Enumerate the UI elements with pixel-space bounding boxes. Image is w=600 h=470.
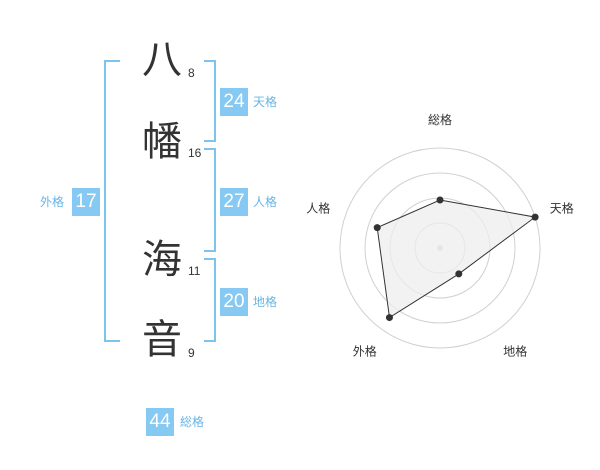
name-char-3: 海	[142, 237, 182, 283]
chikaku-bracket	[204, 258, 216, 342]
tenkaku-label: 天格	[253, 95, 278, 109]
chikaku-label: 地格	[253, 295, 278, 309]
jinkaku-bracket	[204, 148, 216, 252]
stroke-count-1: 8	[188, 66, 195, 80]
radar-axis-label-2: 天格	[550, 200, 574, 215]
name-char-4: 音	[142, 317, 182, 363]
name-char-2: 幡	[142, 119, 182, 165]
soukaku-badge: 44	[146, 408, 174, 436]
gaikaku-label: 外格	[40, 195, 65, 209]
tenkaku-bracket	[204, 60, 216, 142]
radar-point-3	[455, 270, 463, 278]
tenkaku-badge: 24	[220, 88, 248, 116]
radar-ring	[339, 147, 541, 349]
radar-point-5	[373, 224, 381, 232]
radar-point-2	[531, 213, 539, 221]
radar-axis-label-5: 人格	[306, 200, 330, 215]
gaikaku-bracket	[104, 60, 120, 342]
radar-point-1	[436, 196, 444, 204]
soukaku-label: 総格	[180, 415, 205, 429]
radar-ring	[364, 172, 516, 324]
stroke-count-2: 16	[188, 146, 202, 160]
stroke-count-4: 9	[188, 346, 195, 360]
name-char-1: 八	[142, 37, 182, 83]
jinkaku-label: 人格	[253, 195, 278, 209]
radar-point-4	[385, 314, 393, 322]
radar-axis-label-3: 地格	[503, 344, 527, 359]
chikaku-badge: 20	[220, 288, 248, 316]
radar-axis-label-4: 外格	[353, 344, 377, 359]
jinkaku-badge: 27	[220, 188, 248, 216]
stroke-count-3: 11	[188, 264, 201, 278]
radar-axis-label-1: 総格	[428, 112, 452, 127]
gaikaku-badge: 17	[72, 188, 100, 216]
radar-area	[376, 199, 537, 319]
